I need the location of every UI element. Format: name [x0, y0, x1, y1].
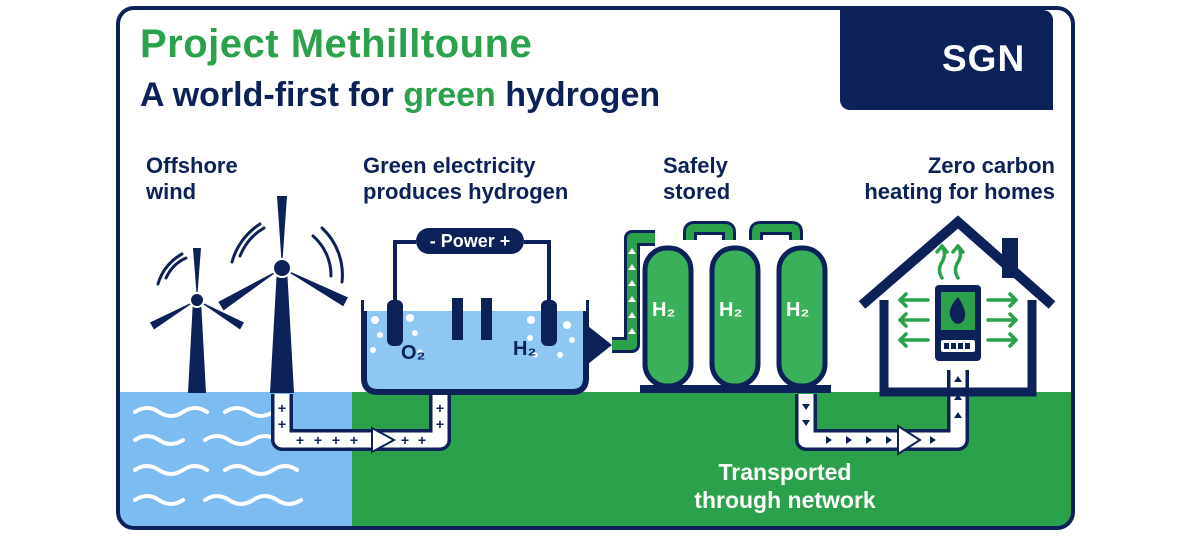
power-label: - Power +: [416, 228, 524, 254]
hydrogen-label: H₂: [513, 338, 537, 360]
arrow-icon: [588, 326, 612, 364]
svg-text:+: +: [296, 432, 304, 448]
svg-text:+: +: [401, 432, 409, 448]
svg-text:+: +: [314, 432, 322, 448]
stage-label-line: produces hydrogen: [363, 179, 569, 204]
stage-label-line: Offshore: [146, 153, 238, 178]
svg-text:+: +: [418, 432, 426, 448]
svg-text:+: +: [350, 432, 358, 448]
svg-text:+: +: [332, 432, 340, 448]
page-title: Project Methilltoune: [140, 22, 533, 66]
svg-text:+: +: [278, 416, 286, 432]
pipe-storage-to-house: [795, 370, 969, 456]
svg-text:+: +: [436, 400, 444, 416]
stage-label-line: stored: [663, 179, 731, 204]
stage-label-line: Green electricity: [363, 153, 536, 178]
page-subtitle: A world-first for green hydrogen: [140, 76, 660, 115]
subtitle-suffix: hydrogen: [505, 76, 661, 114]
electrolyser-icon: [361, 240, 612, 395]
sgn-logo-text: SGN: [942, 38, 1026, 79]
svg-text:+: +: [436, 416, 444, 432]
stage-label-line: Transported: [718, 459, 852, 485]
sgn-logo-badge: [840, 10, 1053, 110]
stage-label-line: Safely: [663, 153, 728, 178]
pipe-electrolyser-to-storage: [612, 230, 655, 353]
tank-label: H₂: [652, 299, 676, 321]
stage-label-line: wind: [146, 179, 197, 204]
subtitle-prefix: A world-first for: [140, 76, 394, 114]
stage-label-line: heating for homes: [864, 179, 1055, 204]
stage-label-storage: Safely stored: [663, 153, 730, 205]
stage-label-line: through network: [694, 487, 876, 513]
tank-label: H₂: [719, 299, 743, 321]
subtitle-highlight: green: [403, 76, 496, 114]
hydrogen-tank-icon: [640, 221, 831, 393]
wind-turbine-icon: [149, 196, 348, 393]
svg-text:+: +: [278, 400, 286, 416]
oxygen-label: O₂: [401, 342, 426, 364]
stage-label-offshore-wind: Offshore wind: [146, 153, 238, 205]
stage-label-electrolysis: Green electricity produces hydrogen: [363, 153, 568, 205]
tank-label: H₂: [786, 299, 810, 321]
stage-label-transport: Transported through network: [640, 458, 930, 514]
arrow-icon: [897, 424, 922, 456]
arrow-icon: [371, 426, 397, 454]
flame-icon: [949, 297, 966, 324]
house-boiler-icon: [858, 215, 1056, 397]
sea-area: [118, 392, 352, 528]
stage-label-heating: Zero carbon heating for homes: [770, 153, 1055, 205]
pipe-wind-to-electrolyser: ++ ++++ ++ ++: [271, 390, 451, 454]
stage-label-line: Zero carbon: [927, 153, 1055, 178]
